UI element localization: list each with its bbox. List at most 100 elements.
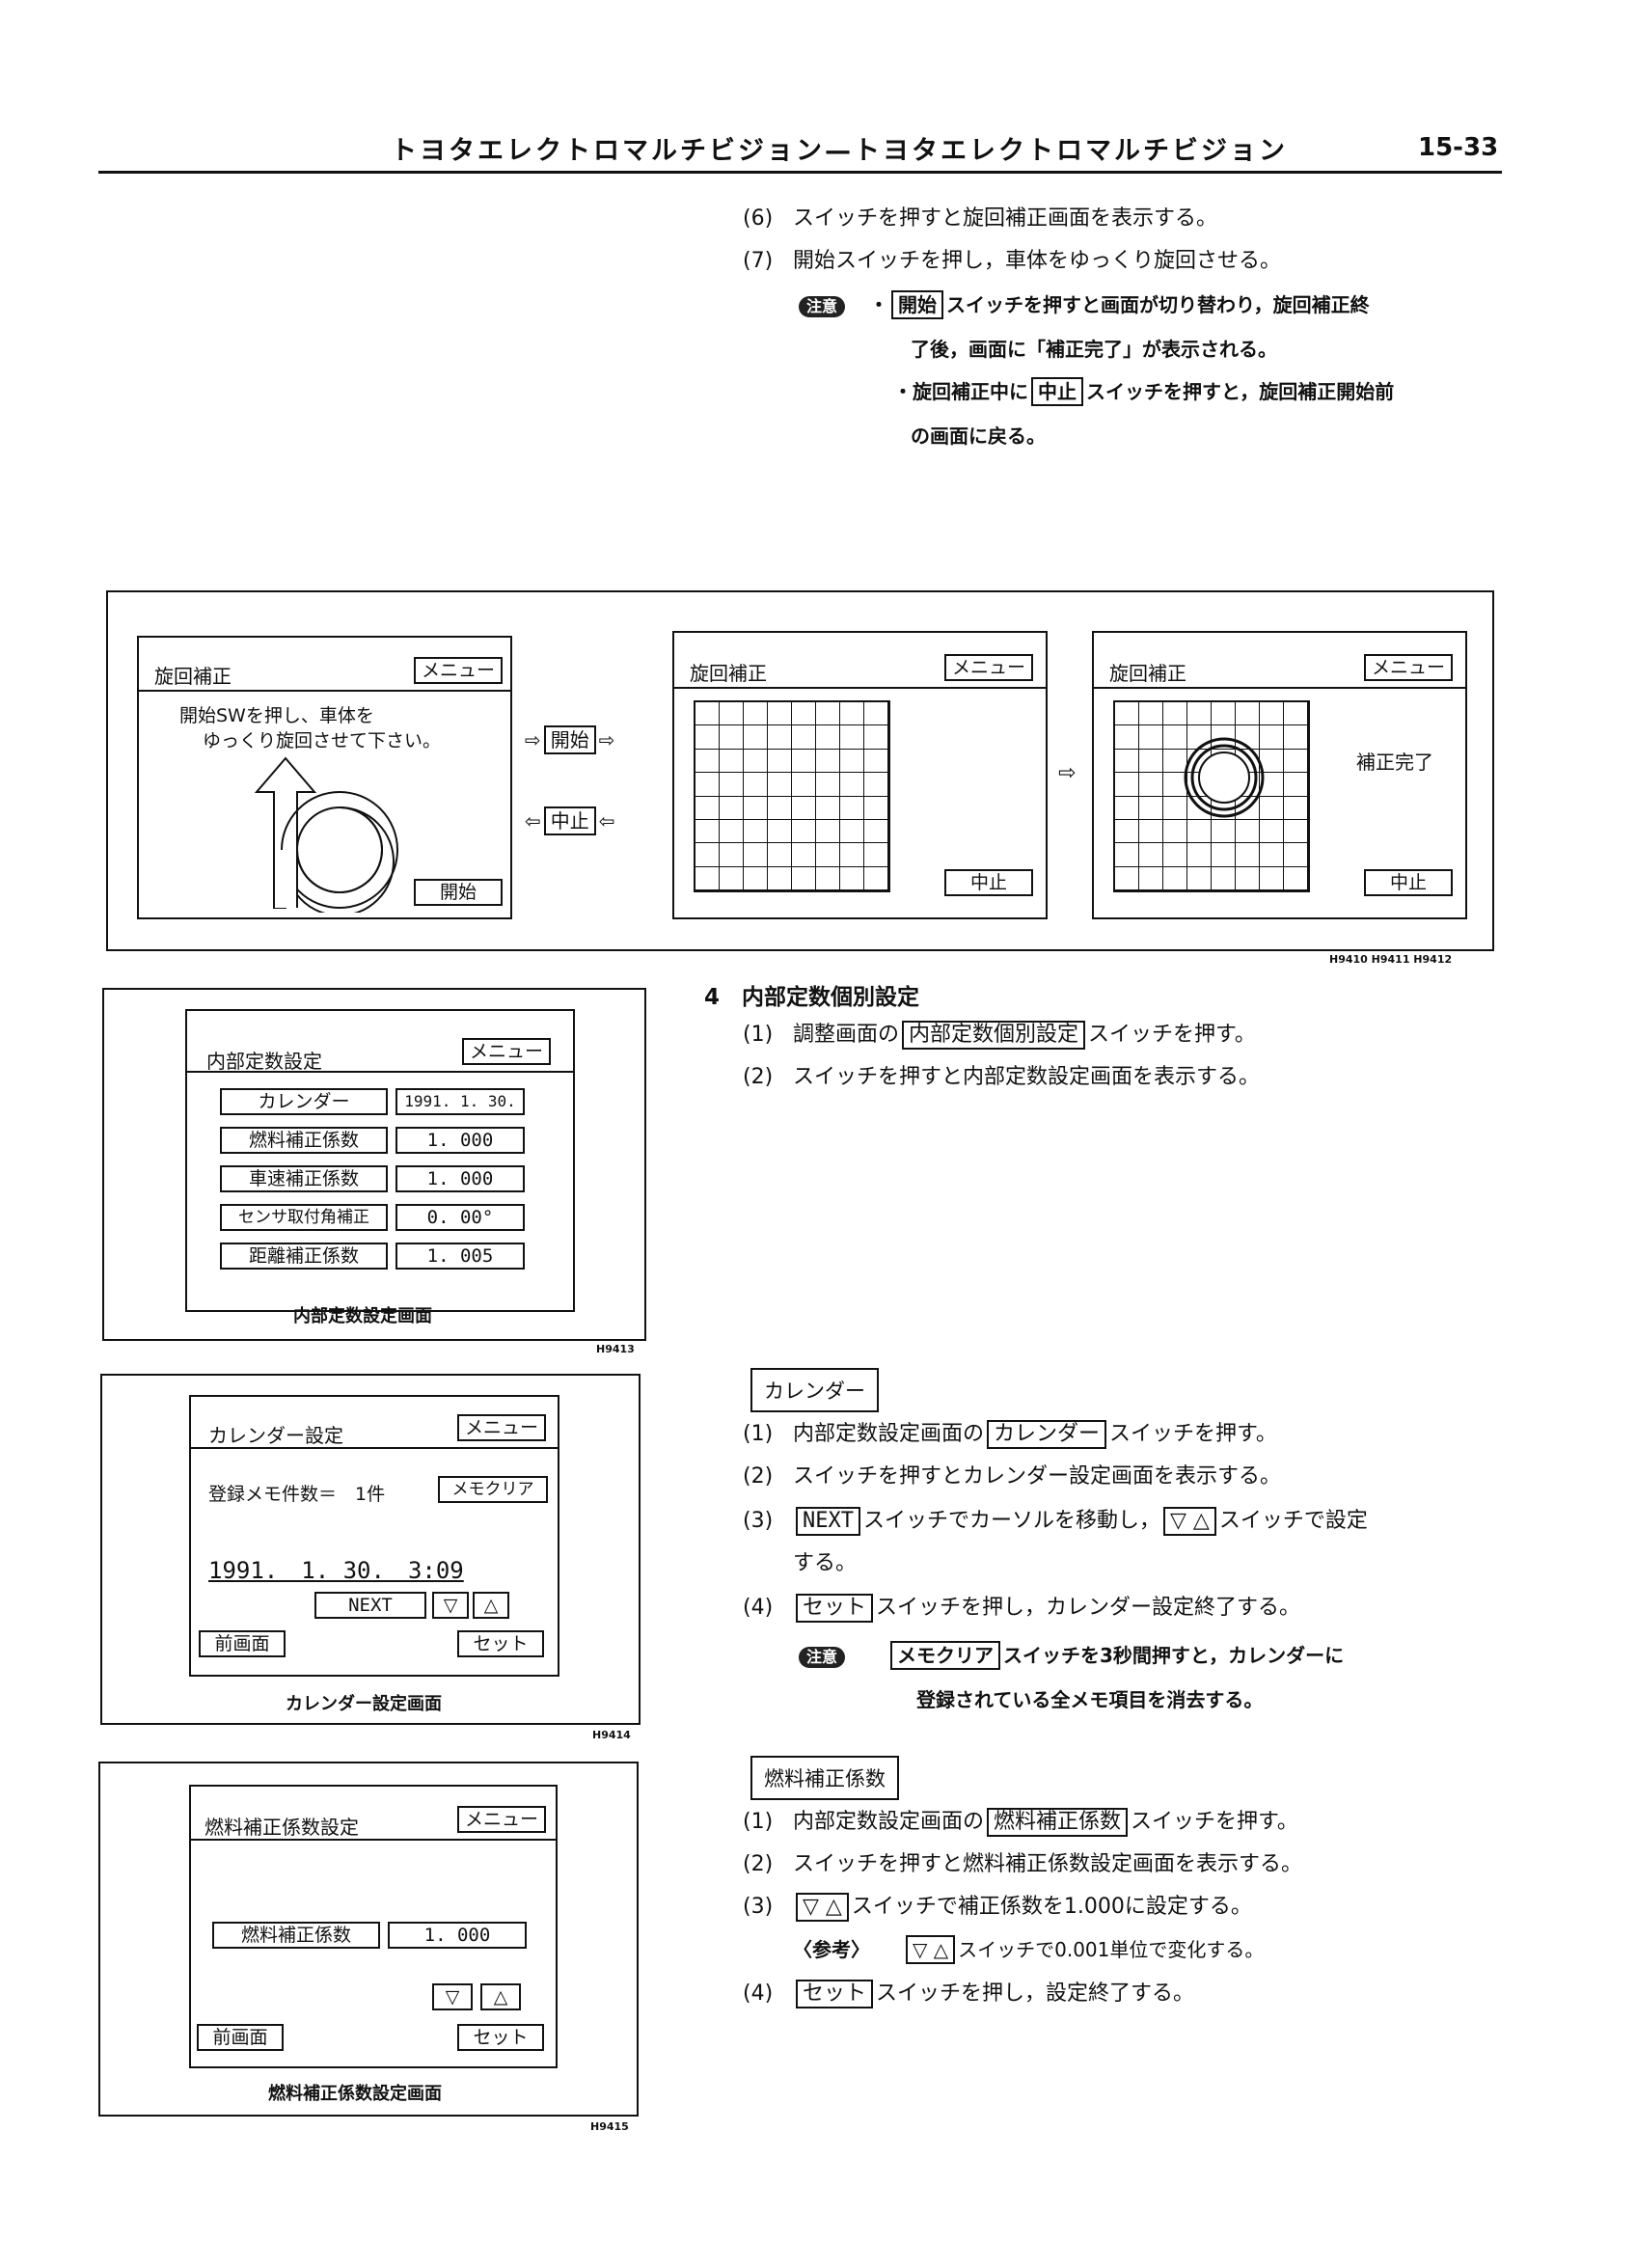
fuel-step-3: (3)▽ △スイッチで補正係数を1.000に設定する。: [743, 1893, 1252, 1922]
up-triangle-icon: △: [493, 1986, 508, 2008]
section-4-title: 4 内部定数個別設定: [704, 985, 920, 1010]
fuel-step-4: (4)セットスイッチを押し，設定終了する。: [743, 1980, 1194, 2008]
set-button[interactable]: セット: [457, 1630, 544, 1657]
down-triangle-icon: ▽: [443, 1595, 458, 1616]
distance-coef-value: 1. 005: [395, 1243, 525, 1270]
up-button[interactable]: △: [473, 1592, 509, 1619]
screen-title: 旋回補正: [1109, 662, 1186, 685]
stop-button[interactable]: 中止: [1364, 869, 1453, 896]
key-stop: 中止: [1031, 377, 1083, 406]
transition-stop: ⇦中止⇦: [525, 806, 615, 835]
caution-badge: 注意: [799, 1647, 846, 1668]
note-2-cont: の画面に戻る。: [911, 424, 1046, 448]
fuel-section-label: 燃料補正係数: [750, 1756, 899, 1800]
done-message: 補正完了: [1356, 751, 1433, 774]
section-4-step-2: (2)スイッチを押すと内部定数設定画面を表示する。: [743, 1065, 1261, 1089]
fuel-screen: 燃料補正係数設定 メニュー 燃料補正係数 1. 000 ▽ △ 前画面 セット: [189, 1785, 558, 2068]
calendar-button[interactable]: カレンダー: [220, 1088, 388, 1115]
datetime-display: 1991. 1. 30. 3:09: [208, 1557, 464, 1584]
start-button[interactable]: 開始: [414, 879, 503, 906]
screen-title: 燃料補正係数設定: [204, 1816, 359, 1839]
up-button[interactable]: △: [480, 1983, 521, 2010]
page-number: 15-33: [1418, 133, 1499, 162]
down-triangle-icon: ▽: [445, 1986, 460, 2008]
note-2: ・旋回補正中に中止スイッチを押すと，旋回補正開始前: [893, 376, 1394, 406]
left-arrow-icon: ⇦: [598, 809, 615, 833]
menu-button[interactable]: メニュー: [457, 1414, 546, 1441]
calendar-screen: カレンダー設定 メニュー 登録メモ件数＝ 1件 メモクリア 1991. 1. 3…: [189, 1395, 559, 1677]
fuel-coef-label: 燃料補正係数: [212, 1922, 380, 1949]
memo-clear-button[interactable]: メモクリア: [438, 1476, 548, 1503]
fuel-coef-value: 1. 000: [388, 1922, 527, 1949]
prev-screen-button[interactable]: 前画面: [197, 2024, 284, 2051]
calendar-section-label: カレンダー: [750, 1368, 879, 1412]
up-triangle-icon: △: [483, 1595, 499, 1616]
calendar-screen-panel: カレンダー設定 メニュー 登録メモ件数＝ 1件 メモクリア 1991. 1. 3…: [100, 1374, 641, 1725]
distance-coef-button[interactable]: 距離補正係数: [220, 1243, 388, 1270]
next-button[interactable]: NEXT: [314, 1592, 426, 1619]
fuel-step-2: (2)スイッチを押すと燃料補正係数設定画面を表示する。: [743, 1852, 1303, 1876]
fuel-screen-panel: 燃料補正係数設定 メニュー 燃料補正係数 1. 000 ▽ △ 前画面 セット …: [98, 1762, 639, 2117]
circle-trace-icon: [1184, 737, 1265, 818]
rotation-arrow-icon: [254, 756, 398, 913]
left-arrow-icon: ⇦: [525, 809, 541, 833]
right-arrow-icon: ⇨: [525, 728, 541, 751]
const-screen: 内部定数設定 メニュー カレンダー 1991. 1. 30. 燃料補正係数 1.…: [185, 1009, 575, 1312]
screen-title: 内部定数設定: [206, 1050, 322, 1073]
transition-start: ⇨開始⇨: [525, 725, 615, 754]
stop-button[interactable]: 中止: [944, 869, 1033, 896]
prev-screen-button[interactable]: 前画面: [199, 1630, 286, 1657]
menu-button[interactable]: メニュー: [462, 1038, 551, 1065]
figure-code: H9414: [592, 1729, 631, 1741]
figure-caption: 燃料補正係数設定画面: [268, 2084, 442, 2104]
figure-caption: カレンダー設定画面: [286, 1694, 442, 1714]
sensor-angle-button[interactable]: センサ取付角補正: [220, 1204, 388, 1231]
calendar-note-cont: 登録されている全メモ項目を消去する。: [916, 1688, 1264, 1711]
memo-count: 登録メモ件数＝ 1件: [208, 1484, 386, 1505]
rotation-screen-done: 旋回補正 メニュー 補正完了 中止: [1092, 631, 1467, 919]
section-4-step-1: (1)調整画面の内部定数個別設定スイッチを押す。: [743, 1021, 1256, 1050]
figure-code: H9415: [590, 2120, 629, 2133]
page-header-title: トヨタエレクトロマルチビジョン—トヨタエレクトロマルチビジョン: [391, 136, 1288, 166]
note-1: 注意 ・開始スイッチを押すと画面が切り替わり，旋回補正終: [799, 289, 1370, 319]
fuel-coef-button[interactable]: 燃料補正係数: [220, 1127, 388, 1154]
menu-button[interactable]: メニュー: [944, 654, 1033, 681]
calendar-note: 注意 メモクリアスイッチを3秒間押すと，カレンダーに: [799, 1640, 1344, 1670]
speed-coef-value: 1. 000: [395, 1165, 525, 1192]
caution-badge: 注意: [799, 296, 846, 317]
menu-button[interactable]: メニュー: [414, 657, 503, 684]
figure-code: H9413: [596, 1343, 635, 1355]
down-button[interactable]: ▽: [432, 1592, 469, 1619]
instruction-line-1: 開始SWを押し、車体を: [179, 705, 374, 726]
step-7: (7)開始スイッチを押し，車体をゆっくり旋回させる。: [743, 249, 1282, 273]
figure-caption: 内部定数設定画面: [293, 1306, 432, 1326]
calendar-step-2: (2)スイッチを押すとカレンダー設定画面を表示する。: [743, 1464, 1282, 1489]
header-rule: [98, 171, 1502, 174]
const-screen-panel: 内部定数設定 メニュー カレンダー 1991. 1. 30. 燃料補正係数 1.…: [102, 988, 646, 1341]
menu-button[interactable]: メニュー: [1364, 654, 1453, 681]
down-button[interactable]: ▽: [432, 1983, 473, 2010]
note-1-cont: 了後，画面に「補正完了」が表示される。: [911, 338, 1277, 361]
menu-button[interactable]: メニュー: [457, 1806, 546, 1833]
screen-title: 旋回補正: [690, 662, 767, 685]
key-start: 開始: [890, 290, 943, 319]
fuel-step-1: (1)内部定数設定画面の燃料補正係数スイッチを押す。: [743, 1808, 1298, 1837]
speed-coef-button[interactable]: 車速補正係数: [220, 1165, 388, 1192]
sensor-angle-value: 0. 00°: [395, 1204, 525, 1231]
right-arrow-icon: ⇨: [1058, 761, 1077, 785]
step-6: (6)スイッチを押すと旋回補正画面を表示する。: [743, 206, 1218, 231]
calendar-step-1: (1)内部定数設定画面のカレンダースイッチを押す。: [743, 1420, 1277, 1449]
fuel-coef-value: 1. 000: [395, 1127, 525, 1154]
right-arrow-icon: ⇨: [598, 728, 615, 751]
rotation-screen-start: 旋回補正 メニュー 開始SWを押し、車体を ゆっくり旋回させて下さい。 開始: [137, 636, 512, 919]
calendar-step-3-cont: する。: [793, 1551, 858, 1575]
calendar-step-4: (4)セットスイッチを押し，カレンダー設定終了する。: [743, 1594, 1300, 1623]
calibration-grid: [694, 700, 890, 892]
set-button[interactable]: セット: [457, 2024, 544, 2051]
figure-code: H9410 H9411 H9412: [1329, 953, 1453, 966]
rotation-figure-panel: 旋回補正 メニュー 開始SWを押し、車体を ゆっくり旋回させて下さい。 開始 ⇨…: [106, 590, 1494, 951]
calendar-value: 1991. 1. 30.: [395, 1088, 525, 1115]
screen-title: カレンダー設定: [208, 1424, 343, 1447]
rotation-screen-grid: 旋回補正 メニュー 中止: [672, 631, 1048, 919]
